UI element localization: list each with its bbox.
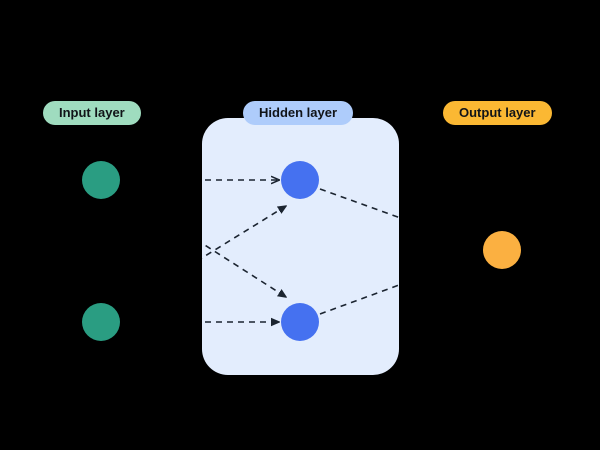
output-layer-badge: Output layer bbox=[443, 101, 552, 125]
edge-hid1-out1 bbox=[319, 188, 399, 219]
hidden-node-1[interactable] bbox=[281, 161, 319, 199]
hidden-layer-badge: Hidden layer bbox=[243, 101, 354, 125]
hidden-node-2[interactable] bbox=[281, 303, 319, 341]
input-node-1[interactable] bbox=[82, 161, 120, 199]
edge-in2-hid1 bbox=[202, 206, 286, 259]
output-node-1[interactable] bbox=[483, 231, 521, 269]
input-layer-badge: Input layer bbox=[43, 101, 141, 125]
edge-in1-hid2 bbox=[202, 242, 286, 297]
edges-layer bbox=[202, 118, 399, 375]
edge-hid2-out1 bbox=[319, 284, 399, 315]
input-node-2[interactable] bbox=[82, 303, 120, 341]
